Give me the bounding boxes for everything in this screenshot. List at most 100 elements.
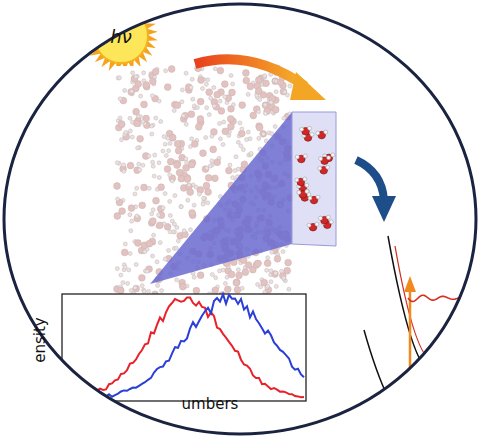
molecule-atom	[114, 183, 121, 190]
molecule-atom	[280, 269, 284, 273]
molecule-atom	[173, 194, 177, 198]
molecule-atom	[203, 182, 210, 189]
molecule-atom	[174, 246, 178, 250]
molecule-atom	[262, 102, 269, 109]
molecule-atom	[197, 98, 204, 105]
molecule-atom	[172, 222, 176, 226]
hydrogen-atom	[295, 178, 299, 182]
molecule-atom	[226, 167, 233, 174]
molecule-atom	[142, 71, 146, 75]
molecule-atom	[115, 267, 119, 271]
molecule-atom	[241, 161, 248, 168]
molecule-atom	[201, 202, 205, 206]
sun-ray	[90, 16, 101, 27]
blue-arrowhead	[372, 196, 396, 222]
molecule-atom	[164, 84, 171, 91]
molecule-atom	[270, 250, 274, 254]
sun-ray	[84, 37, 97, 44]
molecule-atom	[222, 120, 226, 124]
cube-face	[292, 112, 336, 246]
molecule-atom	[189, 210, 196, 217]
molecule-atom	[202, 166, 209, 173]
molecule-atom	[274, 271, 278, 275]
molecule-atom	[176, 239, 180, 243]
molecule-atom	[257, 136, 261, 140]
molecule-atom	[163, 142, 167, 146]
ground-potential-red	[440, 330, 476, 438]
molecule-atom	[168, 141, 172, 145]
molecule-atom	[126, 281, 130, 285]
sun-node: hν	[93, 8, 149, 64]
sun-ray	[95, 10, 105, 22]
hydrogen-atom	[324, 130, 328, 134]
molecule-atom	[287, 287, 291, 291]
molecule-atom	[128, 205, 135, 212]
molecule-atom	[189, 85, 193, 89]
molecule-atom	[256, 282, 260, 286]
molecule-atom	[122, 163, 126, 167]
axis-label-x: umbers	[182, 395, 239, 413]
molecule-atom	[191, 141, 198, 148]
molecule-atom	[282, 116, 286, 120]
molecule-atom	[247, 83, 254, 90]
molecule-atom	[157, 176, 161, 180]
molecule-atom	[119, 208, 126, 215]
molecule-atom	[152, 174, 156, 178]
molecule-atom	[164, 154, 168, 158]
molecule-atom	[163, 257, 167, 261]
molecule-atom	[175, 278, 179, 282]
molecule-atom	[152, 233, 156, 237]
molecule-atom	[206, 201, 210, 205]
molecule-atom	[119, 273, 123, 277]
molecule-atom	[272, 106, 279, 113]
molecule-atom	[161, 149, 165, 153]
molecule-atom	[137, 135, 144, 142]
molecule-atom	[236, 140, 240, 144]
molecule-atom	[184, 176, 191, 183]
molecule-atom	[200, 150, 207, 157]
hydrogen-atom	[295, 155, 299, 159]
molecule-atom	[169, 134, 176, 141]
molecule-atom	[263, 103, 267, 107]
molecule-atom	[281, 250, 285, 254]
molecule-atom	[151, 254, 155, 258]
hydrogen-atom	[310, 133, 314, 137]
hydrogen-atom	[307, 223, 311, 227]
hydrogen-atom	[305, 189, 309, 193]
molecule-atom	[218, 137, 222, 141]
molecule-atom	[201, 87, 205, 91]
wavepacket	[375, 394, 448, 436]
molecule-atom	[195, 123, 202, 130]
blue-arrow	[356, 160, 384, 200]
molecule-atom	[134, 263, 138, 267]
photon-label: hν	[110, 26, 131, 47]
molecule-atom	[164, 69, 168, 73]
molecule-atom	[264, 260, 271, 267]
molecule-atom	[210, 134, 214, 138]
molecule-atom	[241, 148, 245, 152]
molecule-atom	[228, 163, 232, 167]
hydrogen-atom	[326, 165, 330, 169]
molecule-atom	[146, 266, 153, 273]
molecule-atom	[164, 166, 171, 173]
molecule-atom	[121, 249, 128, 256]
molecule-atom	[229, 74, 233, 78]
molecule-atom	[182, 114, 186, 118]
molecule-atom	[218, 269, 222, 273]
molecule-atom	[227, 116, 234, 123]
molecule-atom	[255, 77, 262, 84]
molecule-atom	[139, 274, 146, 281]
molecule-atom	[190, 137, 194, 141]
molecule-atom	[175, 147, 182, 154]
molecule-atom	[133, 192, 137, 196]
molecule-atom	[131, 75, 138, 82]
molecule-atom	[130, 219, 134, 223]
molecule-atom	[263, 80, 270, 87]
molecule-atom	[135, 214, 139, 218]
molecule-atom	[231, 82, 235, 86]
molecule-atom	[243, 70, 250, 77]
sun-ray	[86, 24, 98, 33]
excitation-arrowhead	[404, 276, 416, 292]
molecule-atom	[258, 98, 262, 102]
molecule-atom	[245, 138, 249, 142]
